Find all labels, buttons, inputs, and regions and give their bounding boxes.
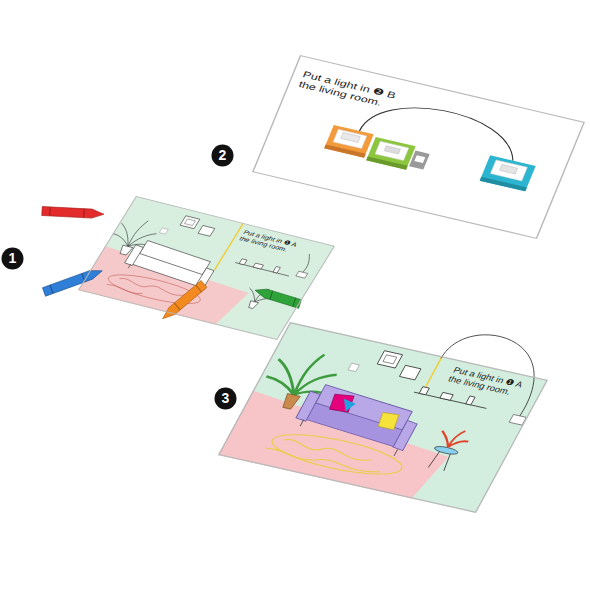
instruction-text: Put a light in ❶ A the living room.: [238, 229, 305, 257]
module-part: [384, 146, 400, 154]
shelf-item: [239, 259, 247, 265]
cushion: [327, 392, 357, 413]
coloring-sheet: [78, 196, 335, 340]
divider-line: [214, 223, 243, 270]
instruction-sheet: Put a light in ❶ A the living room.: [78, 196, 335, 340]
callout-number: 2: [211, 144, 234, 167]
callout-number: 1: [1, 247, 24, 270]
module-top: [375, 141, 409, 160]
plant-pot: [280, 394, 300, 410]
callout-circle: [212, 145, 234, 167]
rug-lines: [106, 275, 186, 304]
picture-frame: [198, 225, 215, 236]
colored-sheet: [218, 293, 564, 513]
green-module: [366, 137, 416, 170]
wire: [359, 94, 525, 166]
red-crayon: [42, 207, 104, 219]
callout-number: 3: [214, 387, 237, 410]
shelf-item: [273, 267, 280, 273]
sofa-outline: [119, 239, 221, 293]
blue-crayon: [42, 267, 103, 297]
rug: [103, 269, 205, 309]
sofa-arm: [392, 420, 417, 450]
small-pot: [247, 301, 259, 309]
lamp: [296, 271, 308, 278]
callout-number: 2: [211, 144, 234, 167]
shelf-outline: [235, 257, 292, 276]
crayon-band: [50, 207, 84, 218]
module-body: [324, 125, 373, 158]
picture-frame: [185, 219, 196, 226]
plug-body: [409, 151, 430, 170]
light-switch: [159, 228, 168, 234]
shelf-item: [466, 396, 475, 405]
lamp-wire: [299, 254, 314, 272]
cushion: [376, 411, 402, 429]
sofa-legs: [125, 264, 202, 291]
instruction-sheet: Put a light in ❶ A the living room.: [218, 322, 548, 513]
sheet-paper: [252, 55, 585, 239]
module-top: [490, 160, 527, 181]
shelf-item: [440, 392, 453, 400]
sofa-arm: [295, 391, 320, 421]
callout-circle: [215, 388, 237, 410]
picture-frame: [399, 365, 420, 380]
instruction-sheet: Put a light in ❷ B the living room.: [252, 55, 585, 239]
plug-face: [414, 155, 425, 163]
red-plant: [435, 426, 473, 450]
sofa-arm: [124, 245, 144, 266]
instruction-text: Put a light in ❶ A the living room.: [446, 366, 536, 402]
picture-frame: [377, 351, 402, 368]
light-switch: [348, 363, 359, 371]
lamp-wire: [422, 327, 557, 416]
module-sheet: [252, 55, 585, 239]
plug-module: [409, 151, 430, 170]
cushion: [338, 399, 357, 413]
sheet-wall: [218, 322, 548, 513]
crayon-body: [254, 286, 302, 308]
crayon-band: [174, 285, 201, 310]
crayon-body: [42, 207, 104, 219]
callout-circle: [2, 248, 24, 270]
green-crayon: [254, 286, 302, 308]
sheet-floor: [218, 391, 459, 502]
teal-module: [480, 155, 536, 191]
module-part: [500, 164, 518, 174]
callout-number: 1: [1, 247, 24, 270]
sheet-wall: [78, 196, 335, 340]
instruction-text: Put a light in ❷ B the living room.: [297, 70, 405, 112]
orange-module: [324, 125, 373, 158]
module-body: [366, 137, 416, 170]
crayon-body: [160, 281, 207, 323]
crayon-band: [50, 273, 85, 293]
rug-pattern: [264, 435, 386, 475]
picture-frame: [180, 216, 200, 229]
shelf-item: [253, 263, 263, 269]
callout-number: 3: [214, 387, 237, 410]
orange-crayon: [160, 281, 207, 323]
table-top: [433, 445, 459, 456]
crayon-band: [270, 291, 296, 307]
shelf-item: [419, 387, 429, 395]
module-top: [333, 129, 367, 148]
crayon-body: [42, 267, 103, 297]
sofa: [288, 382, 426, 457]
lamp: [509, 414, 526, 425]
module-part: [341, 133, 361, 143]
rug-pattern: [103, 269, 205, 309]
side-table: [423, 426, 473, 472]
picture-frame: [383, 355, 397, 364]
module-body: [480, 155, 536, 191]
